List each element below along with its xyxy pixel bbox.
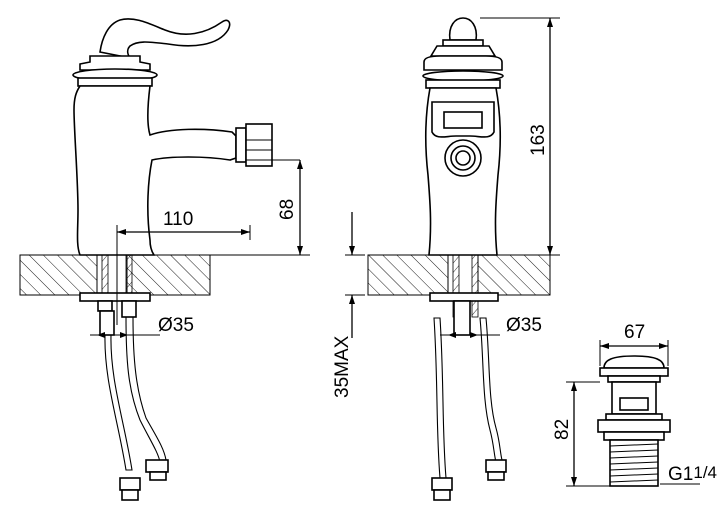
dim-total-height: 163 [528,124,549,156]
dim-hole-diameter-right: Ø35 [506,315,542,336]
dim-hole-diameter-left: Ø35 [158,315,194,336]
dim-spout-reach: 110 [163,209,193,230]
front-view: 163 Ø35 [367,17,560,501]
dim-drain-height: 82 [552,419,573,440]
dim-drain-thread: G11/4 [668,463,717,485]
counter-thickness-dim: 35MAX [332,212,365,398]
pop-up-drain: 67 82 G11/4 [552,322,717,487]
countertop-left [19,254,211,296]
side-view: 110 68 Ø35 [19,18,310,501]
bidet-nozzle-side [235,123,273,167]
dim-spout-height: 68 [277,199,298,220]
lever-handle-side [99,18,231,60]
dim-drain-cap-diameter: 67 [624,322,645,343]
dim-max-counter-thickness: 35MAX [332,335,353,398]
faucet-body-side [73,85,237,256]
handle-knob-front [448,17,478,41]
cartridge-cap-side [79,55,151,71]
drain-thread [609,443,659,483]
